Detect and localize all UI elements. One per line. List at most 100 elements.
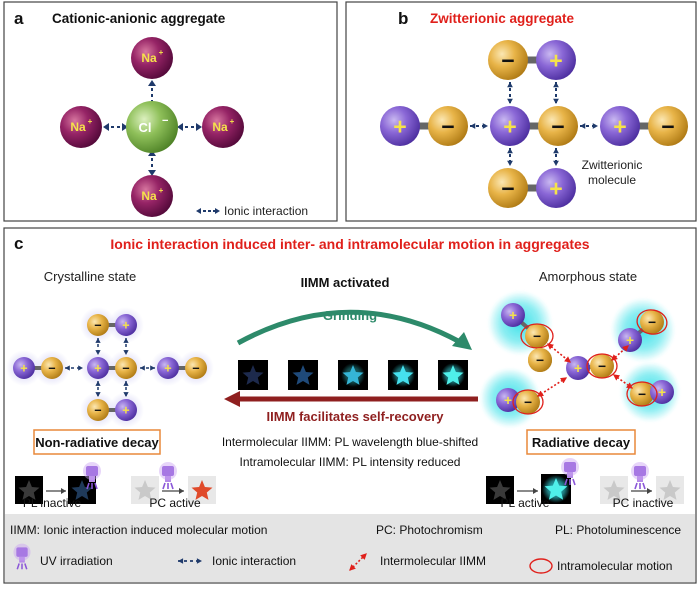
panel-b-title: Zwitterionic aggregate — [430, 11, 575, 26]
star-icon — [292, 365, 314, 385]
panel-a-letter: a — [14, 9, 24, 28]
intramolecular-legend-icon — [529, 558, 553, 574]
uv-lamp-icon — [631, 462, 649, 490]
cl-charge: − — [162, 115, 168, 127]
plus-sphere — [490, 106, 530, 146]
star-icon — [489, 480, 511, 500]
panel-a-title: Cationic-anionic aggregate — [52, 11, 226, 26]
intramolecular-ring — [520, 323, 554, 349]
star-icon — [442, 365, 464, 385]
svg-text:+: + — [504, 393, 512, 408]
svg-text:−: − — [533, 329, 541, 344]
svg-text:−: − — [536, 353, 544, 368]
recovery-label: IIMM facilitates self-recovery — [266, 409, 444, 424]
panel-c-letter: c — [14, 234, 23, 253]
star-icon — [342, 365, 364, 385]
crystalline-cluster: −+−++−+−+− — [6, 307, 214, 428]
svg-text:+: + — [230, 117, 235, 126]
star-icon — [71, 480, 93, 500]
svg-text:−: − — [94, 319, 101, 333]
svg-text:−: − — [551, 113, 564, 139]
intermolecular-arrow — [547, 343, 571, 363]
inter-note: Intermolecular IIMM: PL wavelength blue-… — [222, 435, 478, 449]
star-icon — [18, 480, 40, 500]
status-icons — [15, 458, 684, 504]
svg-text:−: − — [192, 362, 199, 376]
svg-text:−: − — [501, 175, 514, 201]
pl-progression — [238, 360, 468, 390]
intermolecular-arrow — [611, 345, 629, 361]
legend-iimm: IIMM: Ionic interaction induced molecula… — [10, 523, 267, 537]
star-icon — [392, 365, 414, 385]
svg-text:+: + — [94, 362, 101, 376]
panel-b-letter: b — [398, 9, 408, 28]
legend-inter: Intermolecular IIMM — [380, 554, 486, 568]
star-icon — [134, 480, 156, 500]
svg-text:−: − — [661, 113, 674, 139]
grinding-label: Grinding — [323, 308, 377, 323]
svg-text:+: + — [122, 404, 129, 418]
plus-sphere — [566, 356, 590, 380]
cl-sphere — [126, 101, 178, 153]
radiative-label: Radiative decay — [532, 435, 631, 450]
intramolecular-ring — [636, 309, 668, 335]
svg-text:−: − — [648, 315, 656, 330]
svg-text:Na: Na — [141, 189, 157, 203]
legend-pl: PL: Photoluminescence — [555, 523, 681, 537]
minus-sphere — [185, 357, 207, 379]
panel-a-diagram: Cl − Na+ Na+ Na+ Na+ — [60, 37, 244, 217]
svg-text:+: + — [549, 47, 562, 73]
svg-text:+: + — [20, 362, 27, 376]
plus-sphere — [115, 399, 137, 421]
radiative-box — [526, 429, 636, 455]
star-icon — [659, 480, 681, 500]
panel-b-frame — [345, 1, 697, 222]
uv-lamp-icon — [13, 543, 31, 570]
star-icon — [242, 365, 264, 385]
svg-text:+: + — [164, 362, 171, 376]
minus-sphere — [516, 390, 540, 414]
minus-sphere — [640, 310, 664, 334]
cl-label: Cl — [139, 120, 152, 135]
svg-text:−: − — [598, 359, 606, 374]
grinding-arrow — [236, 309, 462, 346]
nonradiative-box — [33, 429, 161, 455]
plus-sphere — [600, 106, 640, 146]
uv-lamp-icon — [159, 462, 177, 490]
svg-text:−: − — [501, 47, 514, 73]
svg-text:+: + — [658, 385, 666, 400]
pl-inactive-left: PL inactive — [23, 496, 82, 510]
star-icon — [191, 480, 213, 500]
panel-c-frame — [3, 227, 697, 584]
svg-text:−: − — [94, 404, 101, 418]
svg-text:+: + — [626, 333, 634, 348]
nonradiative-label: Non-radiative decay — [35, 435, 159, 450]
intermolecular-arrow — [536, 377, 568, 397]
zwitterionic-label-2: molecule — [588, 173, 636, 187]
svg-text:+: + — [88, 117, 93, 126]
minus-sphere — [41, 357, 63, 379]
amorphous-cluster: +−+−+−+−−+−− — [480, 291, 680, 428]
svg-text:+: + — [393, 113, 406, 139]
iimm-activated-label: IIMM activated — [301, 275, 390, 290]
star-icon — [603, 480, 625, 500]
minus-sphere — [538, 106, 578, 146]
minus-sphere — [488, 168, 528, 208]
plus-sphere — [501, 303, 525, 327]
svg-text:−: − — [441, 113, 454, 139]
svg-text:+: + — [159, 186, 164, 195]
pc-active-left: PC active — [149, 496, 201, 510]
svg-text:+: + — [509, 308, 517, 323]
legend-icons — [13, 543, 553, 574]
svg-text:−: − — [524, 395, 532, 410]
svg-text:+: + — [503, 113, 516, 139]
plus-sphere — [87, 357, 109, 379]
plus-sphere — [13, 357, 35, 379]
minus-sphere — [87, 399, 109, 421]
minus-sphere — [528, 348, 552, 372]
minus-sphere — [590, 354, 614, 378]
minus-sphere — [630, 382, 654, 406]
minus-sphere — [428, 106, 468, 146]
